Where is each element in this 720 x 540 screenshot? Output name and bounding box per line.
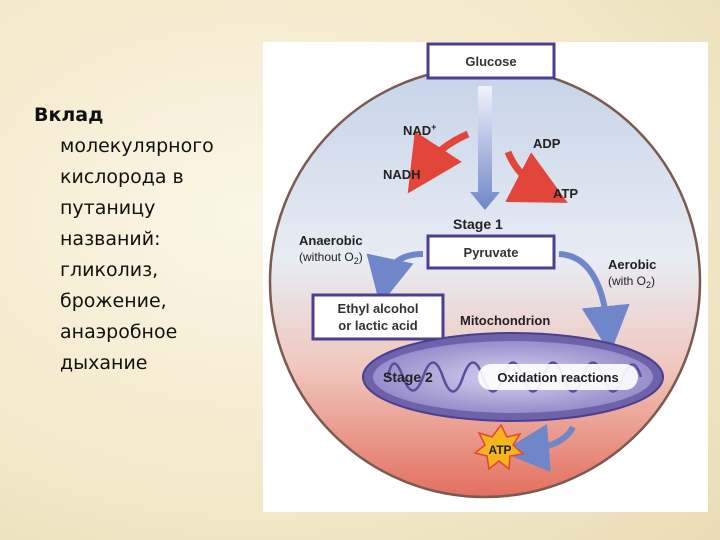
oxidation-label: Oxidation reactions xyxy=(497,370,618,385)
atp-star-icon xyxy=(473,423,525,471)
anaerobic-arrow xyxy=(366,251,424,306)
atp-bottom-label: ATP xyxy=(488,443,511,457)
stage1-arrow xyxy=(470,86,500,210)
slide-line: брожение, xyxy=(60,290,167,312)
slide-line: анаэробное xyxy=(60,321,178,343)
respiration-diagram: Glucose NAD+ NADH ADP ATP Stage 1 Pyruva… xyxy=(268,42,702,499)
slide-heading: Вклад xyxy=(34,104,104,126)
glucose-label: Glucose xyxy=(465,54,516,69)
glucose-box xyxy=(426,42,556,80)
atp-arrow xyxy=(501,424,576,473)
without-o2-label: (without O2) xyxy=(299,250,363,266)
slide-line: кислорода в xyxy=(60,166,184,188)
aerobic-label: Aerobic xyxy=(608,257,656,272)
ethyl-line2: or lactic acid xyxy=(338,318,418,333)
aerobic-arrow xyxy=(558,251,630,354)
atp-top-label: ATP xyxy=(553,186,578,201)
slide-line: молекулярного xyxy=(60,135,214,157)
nad-arrow xyxy=(407,130,470,194)
stage1-label: Stage 1 xyxy=(453,216,503,232)
ethyl-box xyxy=(311,293,445,341)
slide-line: путаницу xyxy=(60,197,156,219)
adp-arrow xyxy=(504,150,568,203)
pyruvate-label: Pyruvate xyxy=(464,245,519,260)
slide-line: гликолиз, xyxy=(60,259,159,281)
stage2-label: Stage 2 xyxy=(383,369,433,385)
nad-plus-label: NAD+ xyxy=(403,122,436,138)
respiration-figure: Glucose NAD+ NADH ADP ATP Stage 1 Pyruva… xyxy=(263,42,708,512)
adp-label: ADP xyxy=(533,136,561,151)
with-o2-label: (with O2) xyxy=(608,274,655,290)
anaerobic-label: Anaerobic xyxy=(299,233,363,248)
slide-line: названий: xyxy=(60,228,161,250)
mitochondrion-label: Mitochondrion xyxy=(460,313,550,328)
pyruvate-box xyxy=(426,234,556,270)
oxidation-pill xyxy=(478,364,638,390)
slide-line: дыхание xyxy=(60,352,148,374)
ethyl-line1: Ethyl alcohol xyxy=(338,301,419,316)
slide-text: Вклад молекулярного кислорода в путаницу… xyxy=(34,100,259,379)
nadh-label: NADH xyxy=(383,167,421,182)
